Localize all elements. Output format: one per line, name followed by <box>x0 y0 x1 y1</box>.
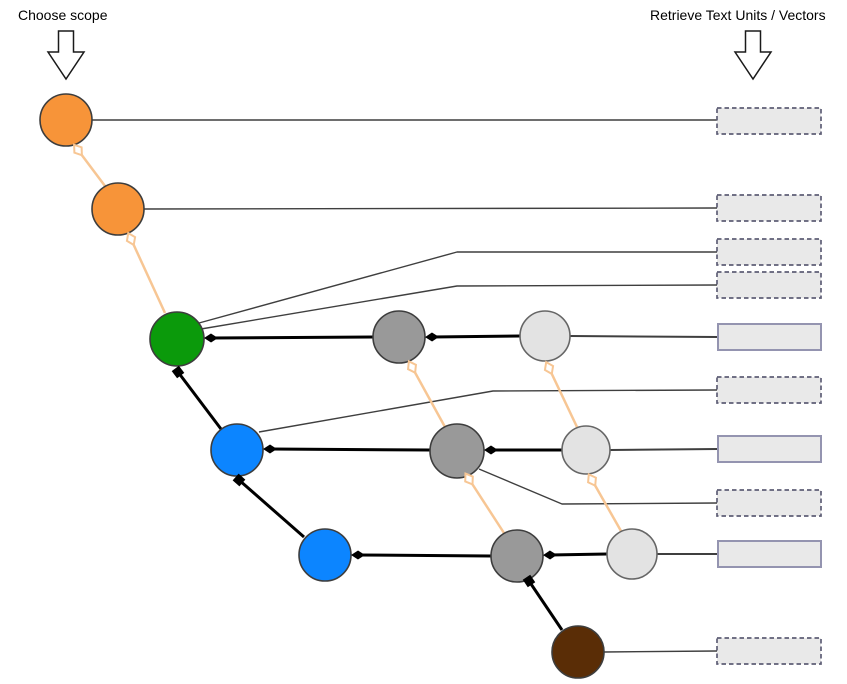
node-green <box>149 311 205 367</box>
edge-gray2-box8 <box>478 468 718 505</box>
text-unit-box-6 <box>716 376 822 404</box>
node-brown <box>551 625 605 679</box>
retrieve-text-units-label: Retrieve Text Units / Vectors <box>650 7 826 23</box>
node-blue-2 <box>298 528 352 582</box>
text-unit-box-7 <box>717 435 822 463</box>
edge-lightgray1-lightgray2 <box>547 367 579 428</box>
edge-orange2-box2 <box>143 207 718 210</box>
edge-green-blue1-square-marker <box>171 365 185 379</box>
edge-gray2-lightgray2-diamond-marker <box>484 445 498 455</box>
text-unit-box-9 <box>717 540 822 568</box>
text-unit-box-3 <box>716 238 822 266</box>
edge-lightgray1-lightgray2-open-diamond-marker <box>543 360 555 376</box>
node-gray-3 <box>490 529 544 583</box>
edge-green-box4 <box>200 284 718 330</box>
edge-brown-box10 <box>603 650 718 653</box>
text-unit-box-4 <box>716 271 822 299</box>
edge-blue1-blue2 <box>238 478 305 539</box>
edge-lightgray2-lightgray3 <box>590 479 623 532</box>
edge-lightgray2-lightgray3-open-diamond-marker <box>587 472 597 488</box>
edge-green-gray1-diamond-marker <box>204 333 218 343</box>
edge-blue1-gray2-diamond-marker <box>263 444 277 454</box>
node-lightgray-3 <box>606 528 658 580</box>
text-unit-box-8 <box>716 489 822 517</box>
node-orange-1 <box>39 93 93 147</box>
edge-green-blue1 <box>176 371 223 430</box>
edge-green-box3 <box>198 251 717 324</box>
node-lightgray-2 <box>561 425 611 475</box>
edge-blue2-gray3 <box>357 553 492 558</box>
text-unit-box-10 <box>716 637 822 665</box>
edge-gray1-lightgray1 <box>431 334 521 339</box>
edge-blue1-gray2 <box>269 447 431 452</box>
text-unit-box-5 <box>717 323 822 351</box>
edge-gray3-lightgray3 <box>549 552 608 557</box>
choose-scope-label: Choose scope <box>18 7 108 23</box>
edge-orange2-green <box>129 238 167 314</box>
edge-blue1-box6 <box>258 389 718 433</box>
down-arrow-right-down-arrow-icon <box>733 30 773 81</box>
edge-gray2-gray3-open-diamond-marker <box>464 472 474 486</box>
edge-blue1-blue2-square-marker <box>232 473 246 487</box>
edge-blue2-gray3-diamond-marker <box>351 550 365 560</box>
node-gray-1 <box>372 310 426 364</box>
edge-gray3-brown <box>527 580 564 631</box>
edge-gray3-lightgray3-diamond-marker <box>543 550 557 560</box>
edge-gray1-lightgray1-diamond-marker <box>425 332 439 342</box>
node-blue-1 <box>210 423 264 477</box>
text-unit-box-1 <box>716 107 822 135</box>
node-lightgray-1 <box>519 310 571 362</box>
edge-green-gray1 <box>210 335 374 340</box>
down-arrow-left-down-arrow-icon <box>46 30 86 81</box>
node-gray-2 <box>429 423 485 479</box>
edge-orange1-orange2-open-diamond-marker <box>73 143 83 157</box>
node-orange-2 <box>91 182 145 236</box>
edge-gray3-brown-square-marker <box>522 574 536 588</box>
edge-lightgray1-box5 <box>569 335 719 338</box>
edge-orange2-green-open-diamond-marker <box>125 231 137 247</box>
edge-gray1-gray2 <box>410 366 447 428</box>
edge-gray2-gray3 <box>467 478 506 534</box>
edge-gray1-gray2-open-diamond-marker <box>406 359 418 375</box>
edge-lightgray2-box7 <box>609 448 719 451</box>
text-unit-box-2 <box>716 194 822 222</box>
